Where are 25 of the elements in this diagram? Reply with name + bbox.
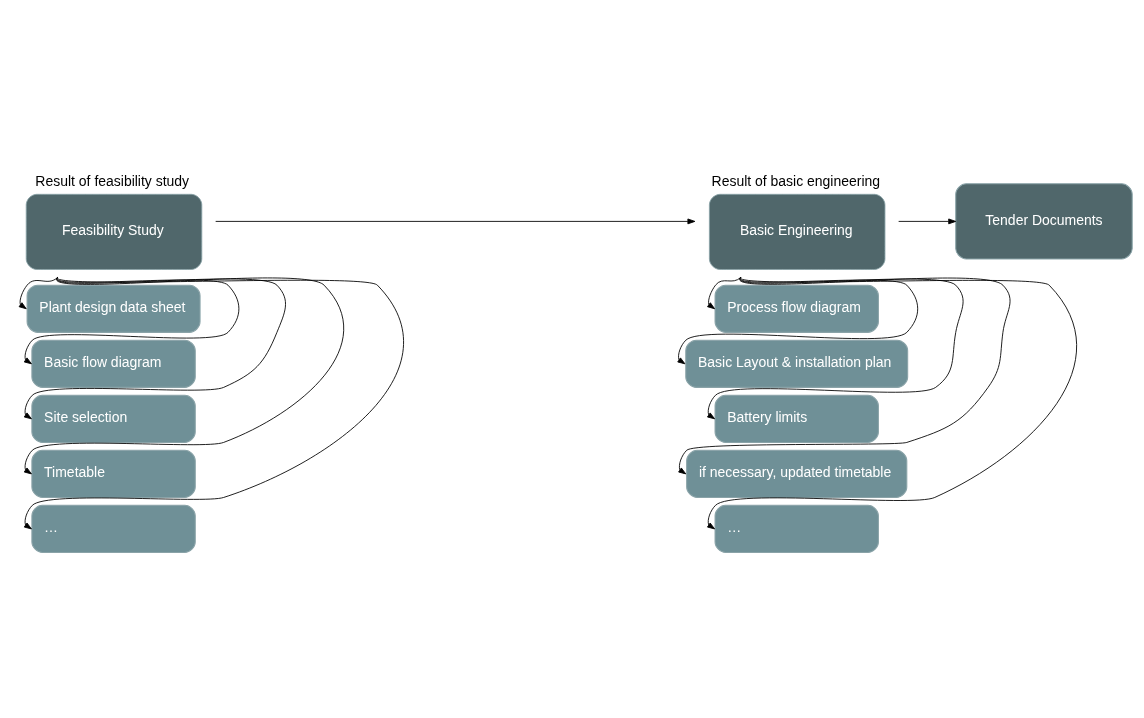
arrow [707, 276, 1078, 530]
node-box: … [31, 504, 196, 554]
arrow [898, 218, 957, 225]
arrow [23, 276, 345, 475]
arrow [707, 276, 964, 420]
node-box: Tender Documents [955, 183, 1133, 260]
arrow [677, 276, 919, 365]
arrow [23, 276, 240, 365]
arrow [707, 276, 742, 310]
arrow [678, 276, 1011, 475]
node-label: Result of basic engineering [711, 173, 881, 190]
node-box: Site selection [31, 394, 196, 443]
arrow [18, 276, 59, 310]
node-box: Timetable [31, 449, 196, 498]
node-box: if necessary, updated timetable [686, 449, 908, 498]
arrow [215, 218, 696, 225]
arrow [23, 276, 404, 530]
node-box: Basic Layout & installation plan [685, 339, 909, 388]
node-box: Process flow diagram [714, 284, 879, 333]
arrow [23, 276, 286, 420]
node-box: Plant design data sheet [26, 284, 201, 333]
node-box: … [714, 504, 879, 554]
node-box: Basic flow diagram [31, 339, 196, 388]
node-label: Result of feasibility study [35, 173, 190, 190]
node-box: Battery limits [714, 394, 879, 443]
